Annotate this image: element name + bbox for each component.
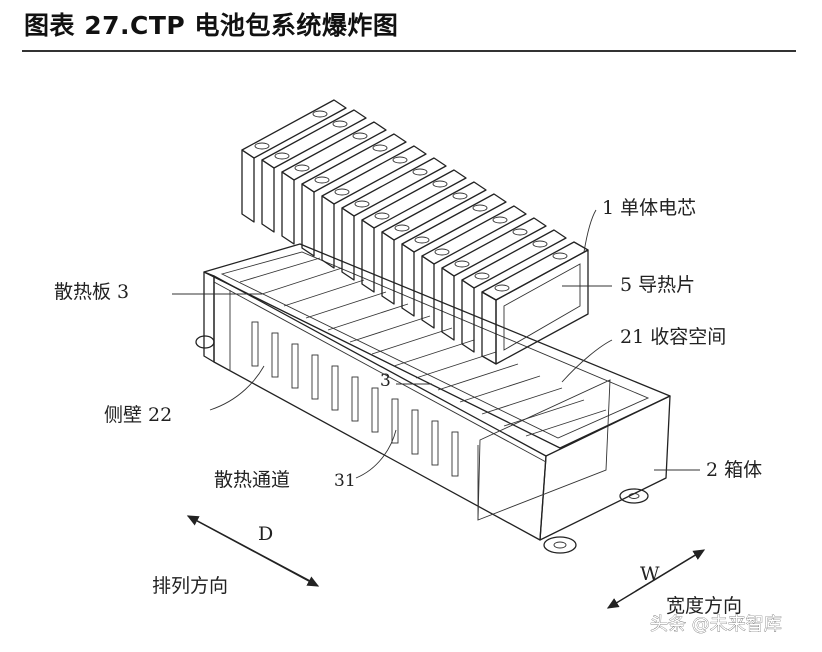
title-divider	[22, 50, 796, 52]
label-width-direction: 宽度方向	[666, 595, 742, 617]
cell-2	[261, 109, 367, 233]
label-arrange-direction: 排列方向	[152, 575, 228, 597]
cell-5	[321, 145, 427, 269]
cell-7	[361, 169, 467, 293]
label-side-wall: 侧壁 22	[104, 404, 172, 426]
battery-cells	[241, 99, 589, 365]
cell-3	[281, 121, 387, 245]
label-direction-d: D	[258, 523, 273, 545]
box-housing	[195, 243, 671, 554]
arrange-direction-arrow-front	[187, 515, 320, 587]
width-direction-arrow-right	[607, 549, 706, 609]
cell-11	[441, 217, 547, 341]
label-receiving-space: 21 收容空间	[620, 326, 726, 348]
cell-8	[381, 181, 487, 305]
leader-lines	[172, 209, 700, 479]
label-plate-number: 3	[380, 371, 391, 391]
watermark: 头条 @未来智库	[650, 614, 782, 635]
figure-title: 图表 27.CTP 电池包系统爆炸图	[24, 11, 399, 40]
cell-13	[481, 241, 589, 365]
label-direction-w: W	[640, 563, 660, 585]
label-channel: 散热通道	[214, 469, 290, 491]
label-heat-plate: 散热板 3	[54, 281, 129, 303]
cell-10	[421, 205, 527, 329]
heat-plates	[239, 257, 607, 437]
label-cell: 1 单体电芯	[602, 197, 696, 219]
cell-6	[341, 157, 447, 281]
heat-channels	[251, 321, 459, 477]
label-box: 2 箱体	[706, 459, 762, 481]
label-channel-number: 31	[334, 471, 356, 491]
cell-12	[461, 229, 567, 353]
cell-1	[241, 99, 347, 223]
cell-4	[301, 133, 407, 257]
cell-9	[401, 193, 507, 317]
label-thermal-pad: 5 导热片	[620, 274, 695, 296]
